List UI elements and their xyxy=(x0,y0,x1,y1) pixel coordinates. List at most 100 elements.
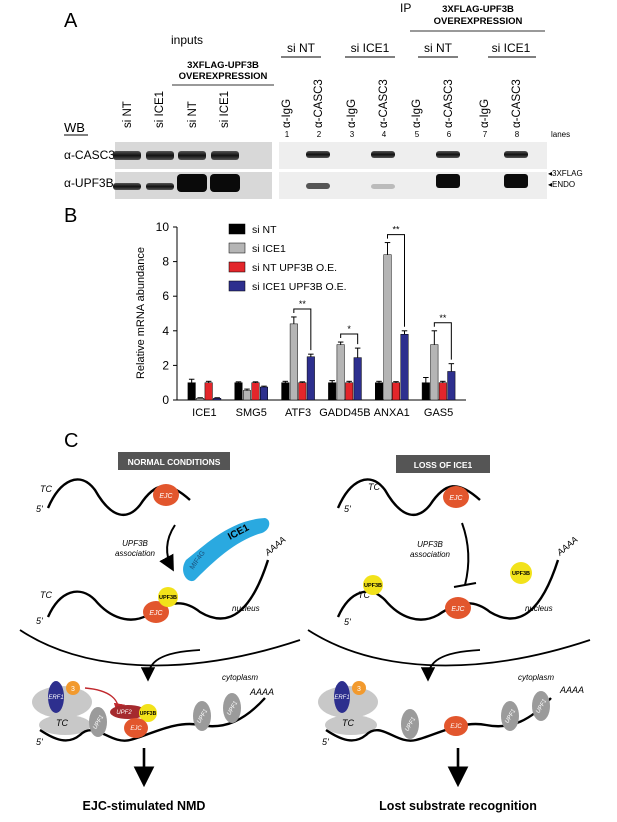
ip-oe-group-si-nt: si NT xyxy=(424,41,453,55)
right-ejc-mid-label: EJC xyxy=(451,606,465,613)
ip-oe-header-line2: OVEREXPRESSION xyxy=(434,16,523,27)
right-5p-top: 5' xyxy=(344,504,351,514)
bar xyxy=(345,382,354,401)
left-erf1-label: ERF1 xyxy=(48,695,63,701)
bar xyxy=(196,398,205,401)
left-nucleus: nucleus xyxy=(232,604,260,613)
left-upf3b-bottom xyxy=(139,704,157,722)
ip-upf3b-band xyxy=(504,174,528,188)
left-5p-mid: 5' xyxy=(36,616,43,626)
input-oe-header-line2: OVEREXPRESSION xyxy=(179,71,268,82)
legend-label: si ICE1 UPF3B O.E. xyxy=(252,281,347,293)
y-tick-label: 6 xyxy=(162,289,169,303)
input-upf3b-band xyxy=(146,183,174,190)
bar xyxy=(306,356,315,401)
left-ejc-mid xyxy=(143,601,169,623)
bar xyxy=(260,386,268,401)
left-upf1-1 xyxy=(89,707,107,737)
significance-label: ** xyxy=(392,225,400,235)
left-cytoplasm: cytoplasm xyxy=(222,673,258,682)
bar xyxy=(289,323,298,401)
left-ejc-bottom-label: EJC xyxy=(130,726,142,732)
right-outcome: Lost substrate recognition xyxy=(379,799,537,813)
right-ejc-top-label: EJC xyxy=(449,495,463,502)
bar xyxy=(243,390,251,401)
right-envelope xyxy=(307,629,591,667)
x-tick-label: ATF3 xyxy=(285,407,311,419)
inputs-label: inputs xyxy=(171,33,203,47)
ip-casc3-band xyxy=(306,151,330,158)
right-aaaa: AAAA xyxy=(554,534,580,558)
right-export-arrow xyxy=(420,649,481,682)
right-upf3b-free-label: UPF3B xyxy=(512,571,530,577)
bar xyxy=(392,382,400,401)
right-upf1-1 xyxy=(401,709,419,739)
left-tc-bottom: TC xyxy=(56,718,68,728)
input-upf3b-oe-band xyxy=(177,174,207,192)
bar xyxy=(438,382,447,401)
left-export-arrow xyxy=(140,649,201,682)
right-ejc-top xyxy=(443,486,469,508)
y-tick-label: 8 xyxy=(162,255,169,269)
bar xyxy=(281,382,290,401)
flag-marker: ◂3XFLAG xyxy=(548,169,583,178)
left-ejc-mid-label: EJC xyxy=(149,610,163,617)
right-header-box xyxy=(396,455,490,473)
right-cytoplasm: cytoplasm xyxy=(518,673,554,682)
input-lane-label: si ICE1 xyxy=(219,91,231,128)
significance-label: ** xyxy=(439,313,447,323)
bar xyxy=(213,398,222,401)
legend-label: si NT xyxy=(252,224,277,236)
ip-lane-label: α-CASC3 xyxy=(511,79,523,128)
right-tc-mid: TC xyxy=(358,590,370,600)
left-erf3-label: 3 xyxy=(71,686,75,693)
ip-upf3b-band xyxy=(436,174,460,188)
x-tick-label: GAS5 xyxy=(424,407,453,419)
input-upf3b-oe-band xyxy=(210,174,240,192)
left-ribosome-small xyxy=(39,715,91,735)
right-tc-top: TC xyxy=(368,482,380,492)
left-assoc-line1: UPF3B xyxy=(122,539,148,548)
panel-b-letter: B xyxy=(64,205,77,227)
ip-oe-header-line1: 3XFLAG-UPF3B xyxy=(442,4,514,15)
ip-casc3-band xyxy=(504,151,528,158)
left-erf3 xyxy=(66,681,80,695)
lane-number: 6 xyxy=(447,130,452,139)
significance-bracket xyxy=(433,322,452,360)
bar xyxy=(328,382,337,401)
left-ejc-top-label: EJC xyxy=(159,493,173,500)
input-oe-header-line1: 3XFLAG-UPF3B xyxy=(187,60,259,71)
left-ejc-bottom xyxy=(124,718,148,738)
ip-lane-label: α-CASC3 xyxy=(443,79,455,128)
y-tick-label: 10 xyxy=(156,220,170,234)
left-upf3b-bottom-label: UPF3B xyxy=(140,711,157,717)
right-upf3b-mid-label: UPF3B xyxy=(364,583,382,589)
lane-number: 4 xyxy=(382,130,387,139)
lane-number: 7 xyxy=(483,130,488,139)
left-header: NORMAL CONDITIONS xyxy=(128,457,221,467)
input-casc3-band xyxy=(178,151,206,160)
right-erf1 xyxy=(334,681,350,713)
panel-c: C NORMAL CONDITIONS TC 5' EJC ICE1 MIF4G… xyxy=(19,430,591,813)
x-tick-label: SMG5 xyxy=(236,407,267,419)
input-lane-label: si NT xyxy=(122,101,134,128)
input-casc3-band xyxy=(146,151,174,160)
left-aaaa-bottom: AAAA xyxy=(249,687,274,697)
input-lane-label: si NT xyxy=(187,101,199,128)
significance-bracket xyxy=(293,308,312,351)
left-5p-top: 5' xyxy=(36,504,43,514)
right-assoc-bar xyxy=(453,582,477,588)
significance-label: * xyxy=(347,324,351,334)
right-tc-bottom: TC xyxy=(342,718,354,728)
left-upf3b-mid-label: UPF3B xyxy=(159,595,177,601)
bar xyxy=(204,382,213,401)
ip-group-si-nt: si NT xyxy=(287,41,316,55)
left-aaaa: AAAA xyxy=(262,534,288,558)
bar xyxy=(375,382,383,401)
ip-upf3b-band xyxy=(306,183,330,189)
lanes-label: lanes xyxy=(551,130,570,139)
right-nucleus: nucleus xyxy=(525,604,553,613)
ip-group-si-ice1: si ICE1 xyxy=(351,41,390,55)
